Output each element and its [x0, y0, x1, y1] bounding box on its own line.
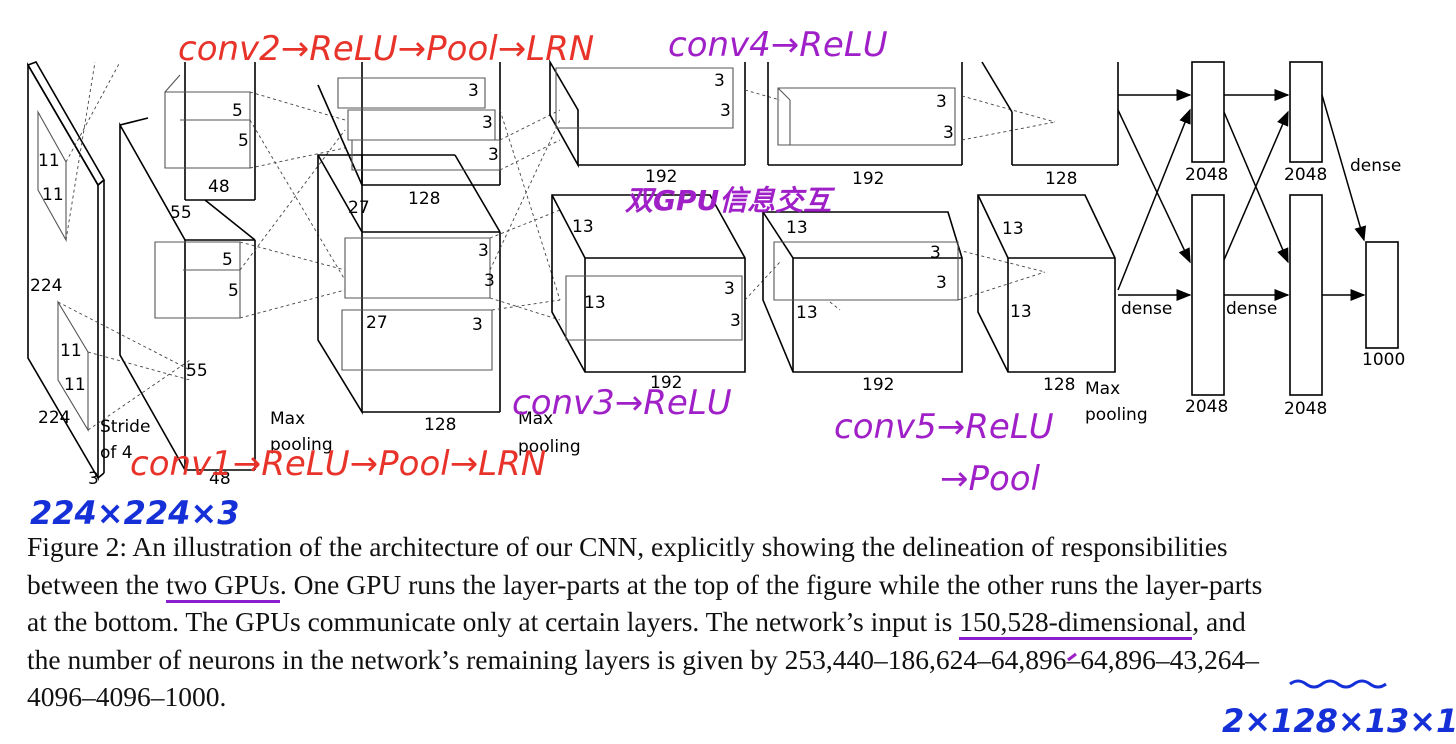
- conv4-depth-label: 192: [862, 375, 894, 395]
- stride-label: Stride: [100, 417, 150, 437]
- conv1-kernel-label: 5: [228, 281, 239, 301]
- input-kernel-label: 11: [64, 375, 86, 395]
- figure-caption: Figure 2: An illustration of the archite…: [27, 528, 1417, 716]
- conv4-annotation: conv4→ReLU: [668, 25, 888, 65]
- conv3-annotation: conv3→ReLU: [512, 383, 732, 423]
- caption-text: at the bottom. The GPUs communicate only…: [27, 606, 960, 637]
- conv5-depth-label: 128: [1043, 375, 1075, 395]
- input-layer: 11 11 224 11 11 224 3 Stride of 4: [26, 61, 191, 489]
- conv1-kernel-label: 5: [222, 250, 233, 270]
- conv2-kernel-label: 3: [472, 315, 483, 335]
- conv2-annotation: conv2→ReLU→Pool→LRN: [178, 29, 594, 69]
- input-kernel-label: 11: [42, 185, 64, 205]
- input-size-label: 224: [30, 276, 62, 296]
- conv2-size-label: 27: [348, 198, 370, 218]
- input-kernel-label: 11: [60, 341, 82, 361]
- input-size-annotation: 224×224×3: [30, 494, 239, 532]
- pool2-label: Max: [518, 409, 553, 429]
- conv4-size-label: 13: [786, 218, 808, 238]
- conv4-layer: 3 3 192 13 3 3 13 192: [762, 62, 1056, 395]
- conv4-size-label: 13: [796, 303, 818, 323]
- conv1-annotation: conv1→ReLU→Pool→LRN: [130, 444, 546, 484]
- conv2-layer: 3 3 3 128 27 3 3 27 3 128 Max pooling: [317, 62, 581, 457]
- conv1-size-label: 55: [170, 203, 192, 223]
- stride-label: of 4: [100, 443, 133, 463]
- conv5-layer: 128 13 13 128 Max pooling: [977, 61, 1148, 425]
- input-size-label: 224: [38, 408, 70, 428]
- conv2-kernel-label: 3: [482, 113, 493, 133]
- conv5-output-annotation: 2×128×13×13: [1222, 702, 1456, 740]
- conv3-size-label: 13: [584, 293, 606, 313]
- conv5-pool-annotation: →Pool: [940, 459, 1041, 499]
- dense-label: dense: [1121, 299, 1172, 319]
- conv2-size-label: 27: [366, 313, 388, 333]
- caption-line: between the two GPUs. One GPU runs the l…: [27, 566, 1417, 604]
- conv1-depth-label: 48: [208, 177, 230, 197]
- underlined-two-gpus: two GPUs: [165, 568, 280, 603]
- conv3-depth-label: 192: [650, 373, 682, 393]
- conv1-layer: 5 5 48 55 5 5 55 48 Max pooling: [119, 62, 346, 489]
- dense-layers: 2048 2048 dense dense dense 1000 2048 20…: [1117, 61, 1405, 419]
- pool3-label: Max: [1085, 379, 1120, 399]
- fc-size-label: 2048: [1185, 165, 1228, 185]
- pool2-label: pooling: [518, 437, 581, 457]
- conv5-depth-label: 128: [1045, 169, 1077, 189]
- underlined-input-dimension: 150,528-dimensional: [959, 606, 1193, 640]
- caption-line: 4096–4096–1000.: [27, 681, 227, 712]
- conv5-size-label: 13: [1002, 219, 1024, 239]
- conv3-kernel-label: 3: [724, 279, 735, 299]
- conv1-kernel-label: 5: [238, 131, 249, 151]
- conv2-kernel-label: 3: [478, 241, 489, 261]
- output-size-label: 1000: [1362, 350, 1405, 370]
- caption-line: at the bottom. The GPUs communicate only…: [27, 603, 1417, 641]
- input-kernel-label: 11: [38, 151, 60, 171]
- conv4-kernel-label: 3: [936, 273, 947, 293]
- fc-size-label: 2048: [1284, 165, 1327, 185]
- conv5-annotation: conv5→ReLU: [834, 407, 1054, 447]
- pool3-label: pooling: [1085, 405, 1148, 425]
- caption-text: between the: [27, 568, 166, 600]
- conv2-kernel-label: 3: [488, 145, 499, 165]
- dense-label: dense: [1226, 299, 1277, 319]
- purple-tick-mark: [1067, 652, 1077, 662]
- caption-line: Figure 2: An illustration of the archite…: [27, 531, 1228, 562]
- conv5-size-label: 13: [1010, 302, 1032, 322]
- conv2-kernel-label: 3: [484, 271, 495, 291]
- conv3-kernel-label: 3: [714, 71, 725, 91]
- pool1-label: pooling: [270, 435, 333, 455]
- caption-text: , and: [1192, 606, 1246, 637]
- input-depth-label: 3: [88, 469, 99, 489]
- conv4-kernel-label: 3: [930, 243, 941, 263]
- conv3-kernel-label: 3: [720, 101, 731, 121]
- conv4-depth-label: 192: [852, 169, 884, 189]
- wavy-underline: [1289, 679, 1387, 689]
- conv3-kernel-label: 3: [730, 311, 741, 331]
- conv3-layer: 3 3 192 13 3 13 3 192: [549, 59, 781, 393]
- caption-line: the number of neurons in the network’s r…: [27, 643, 1259, 675]
- dense-label: dense: [1350, 156, 1401, 176]
- conv4-kernel-label: 3: [943, 123, 954, 143]
- caption-text: . One GPU runs the layer-parts at the to…: [279, 568, 1263, 600]
- handwritten-annotations: conv2→ReLU→Pool→LRN conv4→ReLU 双GPU信息交互 …: [30, 25, 1456, 740]
- pool1-label: Max: [270, 409, 305, 429]
- conv2-depth-label: 128: [424, 415, 456, 435]
- conv3-depth-label: 192: [645, 167, 677, 187]
- conv1-size-label: 55: [186, 361, 208, 381]
- fc-size-label: 2048: [1185, 397, 1228, 417]
- conv1-kernel-label: 5: [232, 101, 243, 121]
- fc-size-label: 2048: [1284, 399, 1327, 419]
- gpu-communication-annotation: 双GPU信息交互: [625, 184, 835, 217]
- conv2-kernel-label: 3: [468, 81, 479, 101]
- conv4-kernel-label: 3: [936, 92, 947, 112]
- conv2-depth-label: 128: [408, 189, 440, 209]
- conv1-depth-label: 48: [209, 469, 231, 489]
- conv3-size-label: 13: [572, 217, 594, 237]
